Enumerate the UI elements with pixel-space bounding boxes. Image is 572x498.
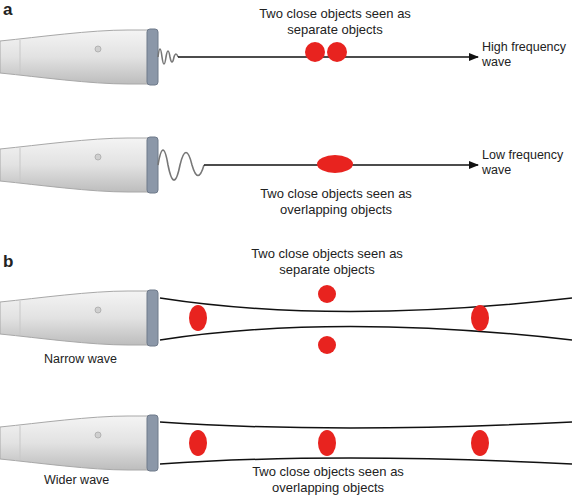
wave-label: Low frequency wave (482, 148, 572, 178)
ultrasound-probe (0, 415, 158, 471)
caption-text: Two close objects seen as separate objec… (250, 6, 420, 37)
red-object (471, 305, 489, 331)
ultrasound-probe (0, 137, 158, 193)
red-object (318, 336, 336, 354)
panel-letter: a (3, 0, 23, 20)
beam-edge (160, 458, 572, 464)
red-object (327, 42, 347, 62)
wave-label: Wider wave (44, 473, 144, 488)
red-object (318, 285, 336, 303)
red-object (318, 430, 336, 456)
caption-text: Two close objects seen as overlapping ob… (228, 464, 428, 495)
red-object (189, 305, 207, 331)
ultrasound-probe (0, 29, 158, 85)
red-object (189, 430, 207, 456)
wave-label: High frequency wave (482, 40, 572, 70)
ultrasound-probe (0, 290, 158, 346)
caption-text: Two close objects seen as overlapping ob… (236, 186, 436, 217)
wave-label: Narrow wave (44, 352, 144, 367)
wave-line (178, 56, 478, 58)
beam-edge (160, 327, 572, 341)
low-frequency-wave (158, 150, 204, 180)
red-object (305, 42, 325, 62)
high-frequency-wave (158, 49, 178, 64)
caption-text: Two close objects seen as separate objec… (242, 246, 412, 277)
red-object (317, 155, 353, 173)
panel-letter: b (3, 252, 23, 272)
red-object (471, 430, 489, 456)
beam-edge (160, 422, 572, 428)
beam-edge (160, 298, 572, 312)
